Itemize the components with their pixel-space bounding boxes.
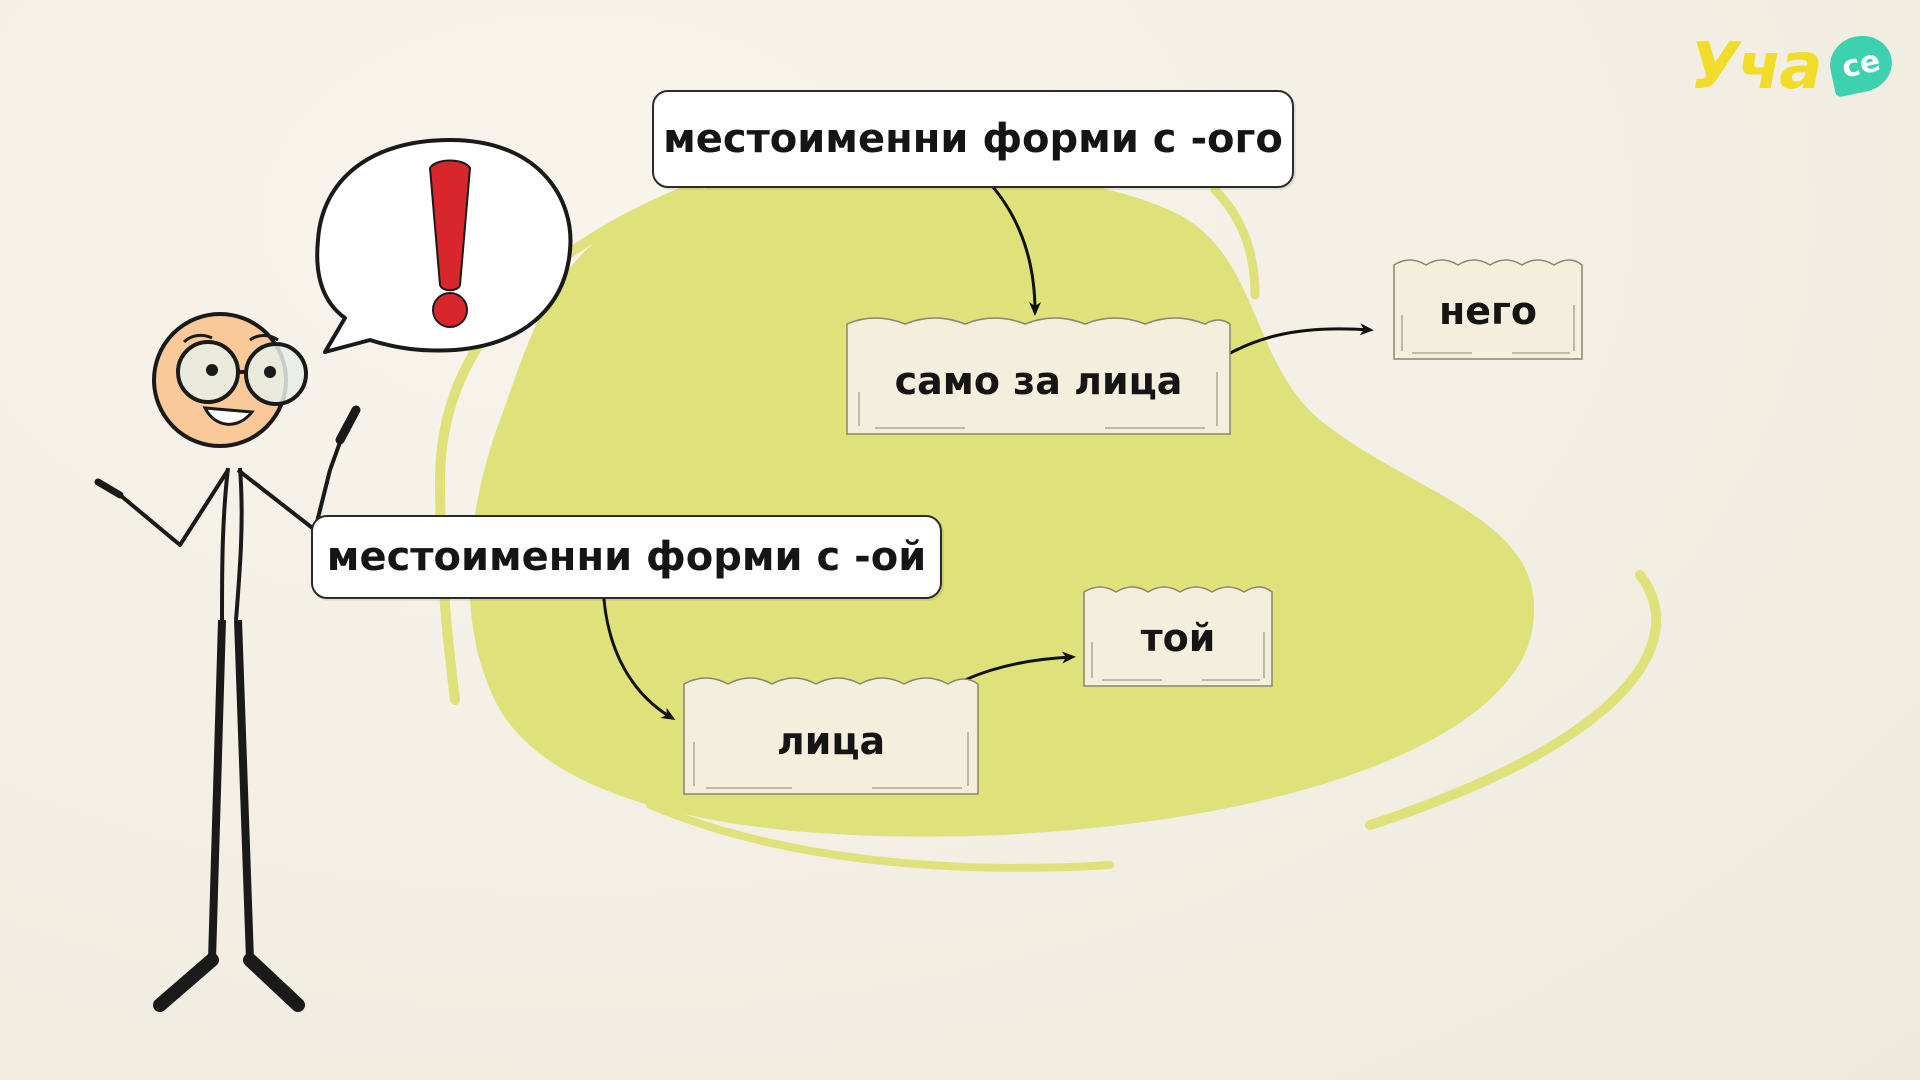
note-toi-text: той xyxy=(1140,616,1216,660)
arrow-ogo-to-samo xyxy=(983,176,1041,316)
note-only-persons-text: само за лица xyxy=(894,359,1183,403)
green-blob xyxy=(469,167,1535,837)
blob-stroke-bottom-right xyxy=(1365,570,1661,830)
label-forms-ogo: местоименни форми с -ого xyxy=(652,90,1294,188)
note-toi: той xyxy=(1082,582,1274,688)
brand-logo: Уча се xyxy=(1690,30,1898,110)
blob-stroke-bottom xyxy=(646,801,1114,872)
note-nego: него xyxy=(1392,255,1584,361)
label-forms-oi: местоименни форми с -ой xyxy=(311,515,942,599)
label-forms-oi-text: местоименни форми с -ой xyxy=(326,534,927,580)
label-forms-ogo-text: местоименни форми с -ого xyxy=(663,116,1283,162)
blob-stroke-top-right xyxy=(1210,185,1260,300)
stick-figure-teacher-icon xyxy=(94,312,361,1012)
blob-stroke-left xyxy=(434,180,705,705)
arrow-oi-to-litsa xyxy=(601,584,676,721)
note-persons-text: лица xyxy=(776,719,886,763)
logo-text: Уча xyxy=(1690,30,1822,104)
exclamation-icon xyxy=(428,159,472,328)
note-nego-text: него xyxy=(1439,289,1537,333)
note-persons: лица xyxy=(682,672,980,796)
note-only-persons: само за лица xyxy=(845,312,1232,436)
logo-badge: се xyxy=(1824,30,1898,98)
